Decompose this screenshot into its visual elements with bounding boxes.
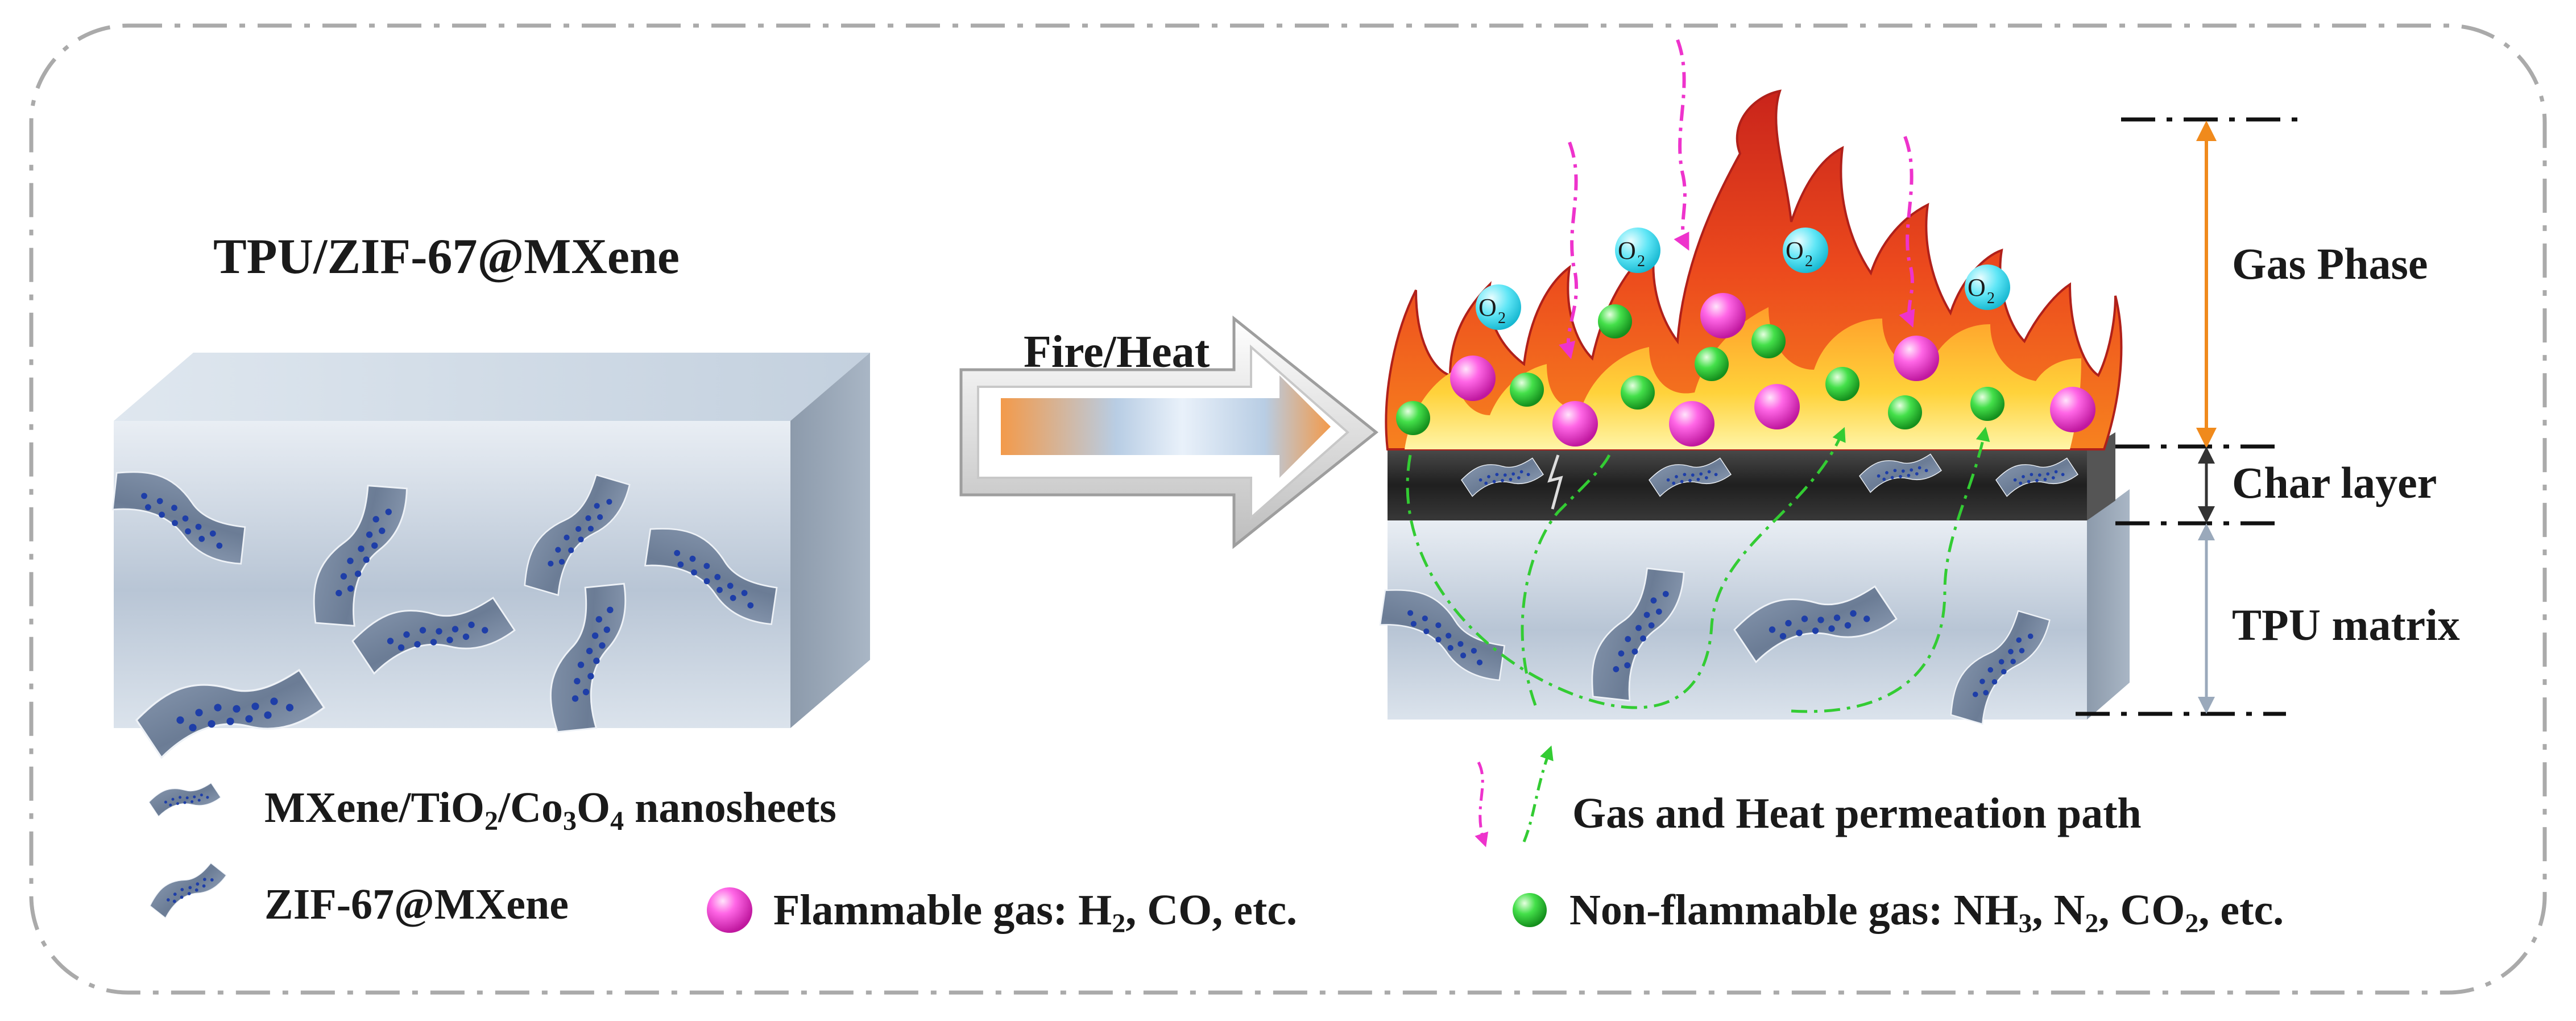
legend-nanosheets-label: MXene/TiO2/Co3O4 nanosheets	[264, 784, 836, 836]
nonflammable-gas-bubbles	[1396, 304, 2005, 435]
flammable-gas-bubbles	[1450, 293, 2095, 447]
title-label: TPU/ZIF-67@MXene	[213, 229, 680, 284]
gas-phase-label: Gas Phase	[2232, 239, 2428, 288]
char-layer-label: Char layer	[2232, 458, 2437, 507]
legend-path-label: Gas and Heat permeation path	[1572, 789, 2142, 837]
right-tpu-matrix	[1388, 489, 2130, 720]
svg-text:O: O	[1618, 237, 1636, 264]
left-tpu-block	[114, 353, 870, 728]
svg-text:2: 2	[1637, 253, 1645, 270]
legend-zif-label: ZIF-67@MXene	[264, 881, 569, 928]
oxygen-bubble: O 2	[1615, 228, 1660, 273]
pink-permeation-paths	[1559, 39, 1915, 359]
oxygen-bubble: O 2	[1783, 228, 1828, 273]
fire-heat-arrow	[959, 315, 1379, 549]
green-permeation-paths	[1406, 427, 1990, 713]
permeation-path-legend-icon	[1475, 745, 1554, 848]
legend-nonflammable-label: Non-flammable gas: NH3, N2, CO2, etc.	[1569, 886, 2284, 939]
flame-group	[1385, 89, 2123, 450]
frame-border	[29, 23, 2547, 995]
legend: MXene/TiO2/Co3O4 nanosheets ZIF-67@MXene…	[143, 745, 2284, 939]
zif-legend-icon	[143, 859, 234, 922]
flammable-gas-legend-icon	[707, 887, 752, 933]
oxygen-bubble: O 2	[1476, 284, 1521, 330]
svg-text:2: 2	[1805, 253, 1813, 270]
oxygen-bubbles: O 2 O 2 O 2 O 2	[1476, 228, 2010, 330]
tpu-matrix-label: TPU matrix	[2232, 600, 2460, 650]
svg-text:O: O	[1968, 274, 1986, 301]
nanosheet-legend-icon	[148, 782, 221, 817]
svg-text:2: 2	[1987, 290, 1995, 307]
fire-heat-label: Fire/Heat	[1024, 327, 1210, 377]
legend-flammable-label: Flammable gas: H2, CO, etc.	[773, 886, 1297, 939]
svg-text:O: O	[1478, 294, 1497, 321]
nonflammable-gas-legend-icon	[1513, 893, 1547, 927]
oxygen-bubble: O 2	[1965, 264, 2010, 310]
svg-text:O: O	[1786, 237, 1804, 264]
svg-text:2: 2	[1498, 309, 1506, 327]
